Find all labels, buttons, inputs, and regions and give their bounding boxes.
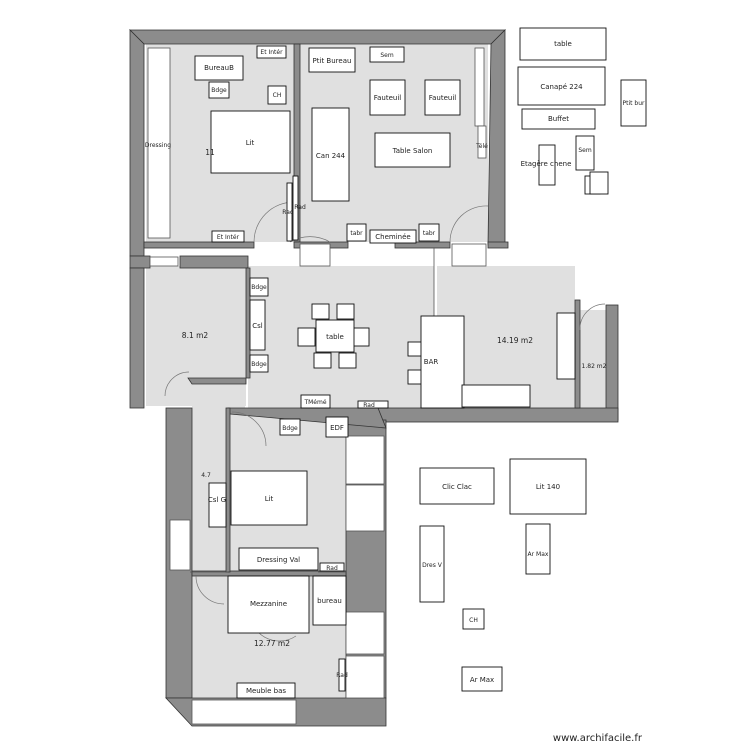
label-lit-140: Lit 140 [536,483,560,491]
label-et-inter-bottom: Et Intér [217,234,240,241]
label-clic-clac: Clic Clac [442,483,472,491]
label-csl-1: Csl [252,322,263,330]
label-ar-max-1: Ar Max [528,551,549,558]
label-table-dining: table [326,333,344,341]
label-cheminee: Cheminée [375,233,410,241]
label-bdge-4: Bdge [282,425,298,432]
label-bdge-2: Bdge [251,284,267,291]
label-ptit-bureau: Ptit Bureau [313,57,352,65]
label-tele: Télé [475,143,488,150]
room-mezzanine: Mezzanine bureau 12.77 m2 Rad Meuble bas [227,575,348,699]
label-rad-5: Rad [336,672,348,679]
doors [164,201,606,642]
windows [147,47,487,725]
label-can-244: Can 244 [316,152,346,160]
label-etagere: Etagère chene [521,160,572,168]
label-ar-max-2: Ar Max [470,676,494,684]
room-salon: Ptit Bureau Sem Fauteuil Fauteuil Can 24… [308,46,488,244]
area-left-room: 8.1 m2 [182,331,209,340]
label-lit-1: Lit [246,139,255,147]
label-meuble-bas: Meuble bas [246,687,286,695]
loose-furniture: table Canapé 224 Ptit bur Buffet Sem Eta… [419,27,647,692]
label-fauteuil-2: Fauteuil [429,94,457,102]
label-bar: BAR [424,358,439,366]
label-bureau-b: BureauB [204,64,234,72]
label-lit-2: Lit [265,495,274,503]
label-tabr-2: tabr [423,230,436,237]
label-csl-2: Csl G [208,496,226,504]
label-canape-224: Canapé 224 [540,83,583,91]
label-fauteuil-1: Fauteuil [374,94,402,102]
label-dressing: Dressing [145,142,171,149]
label-sem-1: Sem [380,52,394,59]
label-tabr-1: tabr [350,230,363,237]
label-et-inter-top: Et Intér [260,49,283,56]
label-table-salon: Table Salon [392,147,433,155]
label-dres-v: Dres V [422,562,443,569]
label-loose-table: table [554,40,572,48]
label-ptit-bur: Ptit bur [623,100,646,107]
watermark[interactable]: www.archifacile.fr [552,733,642,744]
label-rad-3: Rad [363,402,375,409]
area-bedroom-2: 4.7 [201,472,211,479]
label-sem-2: Sem [578,147,592,154]
label-edf: EDF [330,424,344,432]
room-bedroom-1: Et Intér BureauB Bdge CH Lit Dressing 11… [145,45,306,243]
label-mezzanine: Mezzanine [250,600,287,608]
label-dressing-val: Dressing Val [257,556,300,564]
label-rad-2: Rad [294,204,306,211]
label-ch-1: CH [273,92,282,99]
label-tmeme: TMémé [303,399,326,406]
area-right-room: 14.19 m2 [497,336,533,345]
label-ch-2: CH [469,617,478,624]
room-bedroom-2: Bdge EDF 4.7 Csl G Lit Dressing Val Rad [201,416,349,572]
label-bdge-3: Bdge [251,361,267,368]
area-mezzanine: 12.77 m2 [254,639,290,648]
label-buffet: Buffet [548,115,569,123]
room-dining: 8.1 m2 Bdge Csl Bdge table BAR 14.19 m2 … [182,277,607,409]
label-bdge-1: Bdge [211,87,227,94]
label-bureau-2: bureau [317,597,342,605]
label-rad-4: Rad [326,565,338,572]
area-small-room: 1.82 m2 [582,363,607,370]
label-rad-1: Rad [282,209,294,216]
area-bedroom-1: 11 [205,148,215,157]
